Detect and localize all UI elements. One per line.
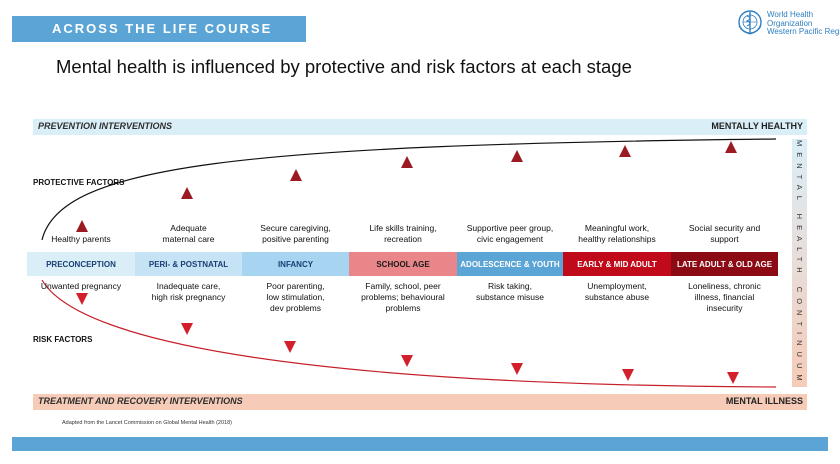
risk-down-marker [284,341,296,353]
prevention-label: PREVENTION INTERVENTIONS [38,121,173,131]
risk-down-marker [401,355,413,367]
text-line: maternal care [162,234,215,244]
who-logo-line: Organization [767,18,813,28]
stage-label: PERI- & POSTNATAL [148,259,229,269]
who-logo-text: World Health Organization Western Pacifi… [767,10,840,37]
protective-up-marker [181,187,193,199]
prevention-band: PREVENTION INTERVENTIONS MENTALLY HEALTH… [33,119,807,135]
who-logo-line: Western Pacific Region [767,27,840,36]
protective-curve [41,138,777,241]
risk-text-peri-postnatal: Inadequate care, high risk pregnancy [135,281,242,303]
mental-illness-label: MENTAL ILLNESS [725,396,803,406]
text-line: Healthy parents [51,234,111,244]
stage-peri-postnatal: PERI- & POSTNATAL [135,252,242,276]
text-line: Life skills training, [369,223,437,233]
protective-up-marker [619,145,631,157]
protective-up-marker [511,150,523,162]
continuum-bar [792,139,807,387]
protective-up-marker [725,141,737,153]
text-line: problems; behavioural [361,292,445,302]
text-line: Unemployment, [587,281,647,291]
text-line: Poor parenting, [266,281,325,291]
stage-label: EARLY & MID ADULT [577,259,657,269]
risk-down-marker [511,363,523,375]
stage-label: ADOLESCENCE & YOUTH [460,259,560,269]
risk-down-marker [181,323,193,335]
stage-preconception: PRECONCEPTION [27,252,135,276]
text-line: Meaningful work, [584,223,650,233]
treatment-band: TREATMENT AND RECOVERY INTERVENTIONS MEN… [33,394,807,410]
protective-text-late-adult-old-age: Social security and support [671,223,778,245]
slide-title: Mental health is influenced by protectiv… [56,56,632,77]
protective-markers [76,141,737,232]
text-line: low stimulation, [266,292,325,302]
text-line: dev problems [269,303,322,313]
stage-label: SCHOOL AGE [376,259,430,269]
stage-label: LATE ADULT & OLD AGE [676,259,773,269]
text-line: support [710,234,739,244]
protective-text-infancy: Secure caregiving, positive parenting [242,223,349,245]
who-logo-line: World Health [767,10,814,19]
text-line: Unwanted pregnancy [40,281,122,291]
stage-adolescence-youth: ADOLESCENCE & YOUTH [457,252,563,276]
risk-text-preconception: Unwanted pregnancy [27,281,135,292]
stage-infancy: INFANCY [242,252,349,276]
source-footnote: Adapted from the Lancet Commission on Gl… [62,420,232,426]
risk-text-school-age: Family, school, peer problems; behaviour… [349,281,457,314]
risk-curve [41,279,777,388]
stage-early-mid-adult: EARLY & MID ADULT [563,252,671,276]
text-line: insecurity [706,303,743,313]
risk-markers [76,293,739,384]
risk-text-early-mid-adult: Unemployment, substance abuse [563,281,671,303]
text-line: substance abuse [584,292,650,302]
life-stage-row: PRECONCEPTION PERI- & POSTNATAL INFANCY … [27,252,778,276]
text-line: healthy relationships [578,234,656,244]
continuum-label: MENTAL HEALTH CONTINUUM [795,139,804,387]
text-line: Social security and [688,223,761,233]
footer-band [12,437,828,451]
protective-text-school-age: Life skills training, recreation [349,223,457,245]
protective-text-adolescence-youth: Supportive peer group, civic engagement [457,223,563,245]
text-line: Secure caregiving, [260,223,331,233]
risk-factors-label: RISK FACTORS [33,335,93,344]
who-emblem-icon [738,10,762,35]
text-line: Loneliness, chronic [688,281,761,291]
text-line: Family, school, peer [365,281,441,291]
text-line: illness, financial [694,292,755,302]
text-line: Risk taking, [488,281,532,291]
text-line: problems [385,303,421,313]
continuum-label-box: MENTAL HEALTH CONTINUUM [792,139,807,387]
protective-text-peri-postnatal: Adequate maternal care [135,223,242,245]
text-line: Adequate [170,223,207,233]
text-line: Supportive peer group, [466,223,554,233]
treatment-label: TREATMENT AND RECOVERY INTERVENTIONS [38,396,243,406]
stage-late-adult-old-age: LATE ADULT & OLD AGE [671,252,778,276]
risk-text-adolescence-youth: Risk taking, substance misuse [457,281,563,303]
text-line: positive parenting [262,234,329,244]
stage-label: PRECONCEPTION [46,259,116,269]
text-line: civic engagement [476,234,544,244]
risk-text-late-adult-old-age: Loneliness, chronic illness, financial i… [671,281,778,314]
protective-up-marker [290,169,302,181]
protective-up-marker [401,156,413,168]
protective-text-preconception: Healthy parents [27,234,135,245]
text-line: recreation [384,234,422,244]
text-line: Inadequate care, [156,281,221,291]
header-label: ACROSS THE LIFE COURSE [52,21,273,36]
text-line: high risk pregnancy [151,292,226,302]
risk-text-infancy: Poor parenting, low stimulation, dev pro… [242,281,349,314]
risk-down-marker [622,369,634,381]
protective-up-marker [76,220,88,232]
protective-text-early-mid-adult: Meaningful work, healthy relationships [563,223,671,245]
stage-label: INFANCY [277,259,314,269]
risk-down-marker [727,372,739,384]
mentally-healthy-label: MENTALLY HEALTHY [711,121,803,131]
header-band: ACROSS THE LIFE COURSE [12,16,306,42]
protective-factors-label: PROTECTIVE FACTORS [33,178,125,187]
risk-down-marker [76,293,88,305]
stage-school-age: SCHOOL AGE [349,252,457,276]
text-line: substance misuse [475,292,545,302]
